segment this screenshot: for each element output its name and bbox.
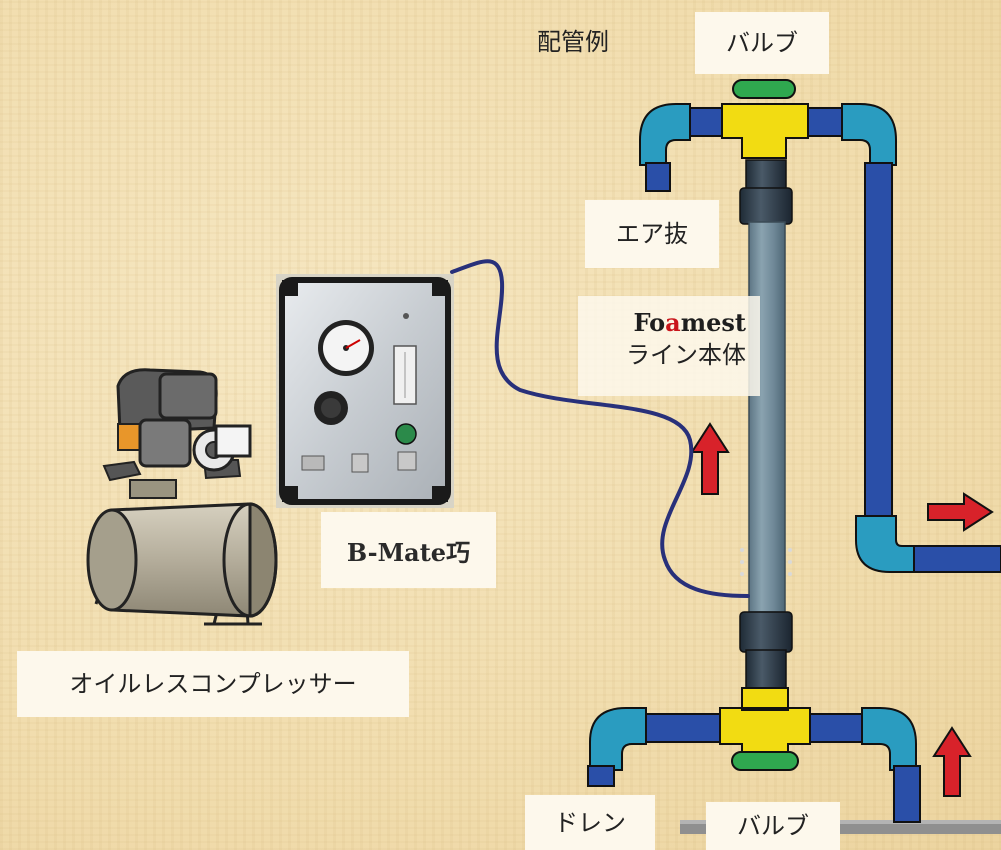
valve-top-label: バルブ (695, 12, 829, 74)
bottom-pipe-assembly (587, 687, 921, 823)
oilless-compressor (86, 368, 278, 626)
air-hose (450, 259, 750, 598)
foamest-brand: Foamest (633, 308, 746, 337)
air-vent-label: エア抜 (585, 200, 719, 268)
bmate-label: B-Mate巧 (321, 512, 496, 588)
flow-arrow-up-right (932, 726, 972, 797)
foamest-line-label: Foamest ライン本体 (578, 296, 760, 396)
flow-arrow-up-left (690, 422, 730, 495)
top-pipe-assembly (639, 79, 1001, 573)
drain-label: ドレン (525, 795, 655, 850)
bmate-unit (276, 274, 454, 508)
foamest-sub-label: ライン本体 (626, 341, 746, 369)
piping-example-title: 配管例 (537, 28, 609, 56)
compressor-label: オイルレスコンプレッサー (17, 651, 409, 717)
flow-arrow-right (927, 492, 994, 532)
valve-bottom-label: バルブ (706, 802, 840, 850)
foamest-column (739, 159, 793, 691)
